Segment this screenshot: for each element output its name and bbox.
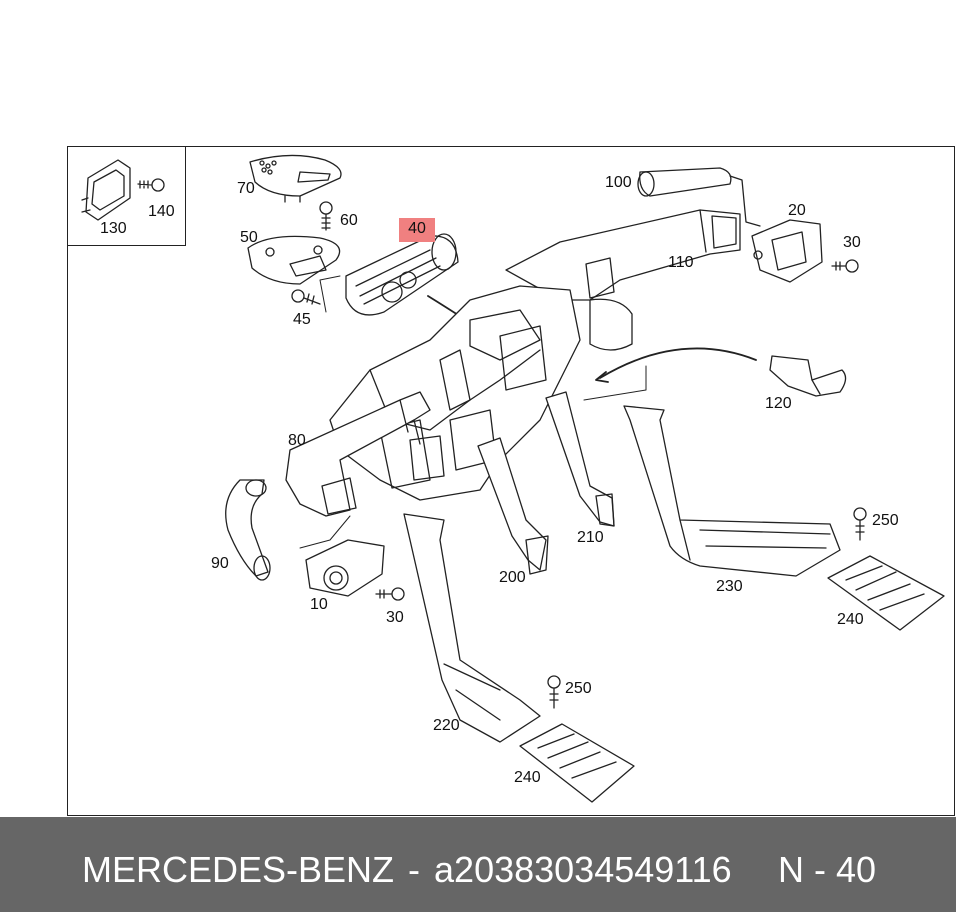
callout-220: 220 [433,717,460,734]
part-130-bracket [81,159,131,221]
footer-part-info: MERCEDES-BENZ-a20383034549116 [82,849,732,890]
part-200-duct [477,437,549,575]
part-30-screw-lower [375,587,405,601]
callout-130: 130 [100,220,127,237]
part-240-grille-lower [519,723,635,803]
part-250-screw-right [853,507,867,541]
callout-120: 120 [765,395,792,412]
part-210-duct [545,391,615,527]
part-10-nozzle [299,515,385,597]
part-50-plate [247,235,341,285]
callout-30-top: 30 [843,234,861,251]
callout-110: 110 [668,254,694,271]
callout-200: 200 [499,569,526,586]
part-140-screw [137,178,165,192]
diagram-position: N - 40 [778,849,877,890]
hvac-housing [329,285,581,501]
callout-45: 45 [293,311,311,328]
part-110-duct [505,209,741,351]
part-120-duct [769,355,847,397]
inset-box [67,146,186,246]
part-45-screw [291,289,321,305]
part-90-duct [225,479,271,581]
callout-50: 50 [240,229,258,246]
callout-210: 210 [577,529,604,546]
part-230-duct [623,405,841,577]
callout-140: 140 [148,203,175,220]
part-70-cover [249,154,342,203]
part-30-screw-top [831,259,859,273]
footer-bar: MERCEDES-BENZ-a20383034549116 N - 40 [0,817,956,912]
callout-80: 80 [288,432,306,449]
callout-30-lower: 30 [386,609,404,626]
callout-250-right: 250 [872,512,899,529]
part-240-grille-right [827,555,945,631]
part-60-screw [319,201,333,231]
part-220-duct [403,513,541,743]
callout-230: 230 [716,578,743,595]
callout-40-highlighted: 40 [399,218,435,242]
part-100-duct [637,167,761,227]
callout-20: 20 [788,202,806,219]
callout-70: 70 [237,180,255,197]
callout-10: 10 [310,596,328,613]
callout-250-lower: 250 [565,680,592,697]
brand-name: MERCEDES-BENZ [82,849,395,890]
callout-90: 90 [211,555,229,572]
callout-240-right: 240 [837,611,864,628]
part-20-unit [751,219,823,283]
part-250-screw-lower [547,675,561,709]
callout-240-lower: 240 [514,769,541,786]
part-80-duct [285,391,431,517]
part-number: a20383034549116 [434,849,732,890]
part-40-blower [345,233,459,316]
callout-60: 60 [340,212,358,229]
callout-100: 100 [605,174,632,191]
